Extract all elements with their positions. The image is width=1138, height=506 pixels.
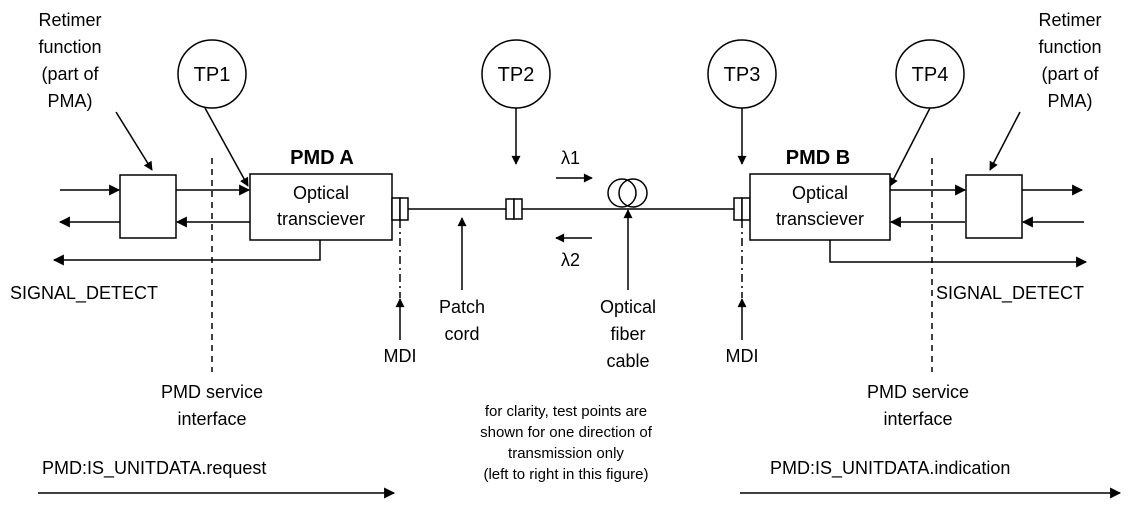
fiber-coil-icon <box>607 178 648 208</box>
service-interface-right-label: PMD service interface <box>867 382 969 429</box>
svg-text:PMA): PMA) <box>1048 91 1093 111</box>
fiber-cable-label-1: Optical <box>600 297 656 317</box>
svg-text:(part of: (part of <box>41 64 99 84</box>
lambda1-label: λ1 <box>561 148 580 168</box>
indication-label: PMD:IS_UNITDATA.indication <box>770 458 1010 479</box>
retimer-left-box <box>119 174 177 239</box>
signal-detect-left-arrow <box>52 240 321 266</box>
pmd-b-line1: Optical <box>792 183 848 203</box>
fiber-cable-label-3: cable <box>606 351 649 371</box>
pmd-a-title: PMD A <box>290 147 354 169</box>
tp4-arrow <box>889 107 931 187</box>
service-interface-left-label: PMD service interface <box>161 382 263 429</box>
pmd-b-box <box>749 173 891 241</box>
svg-text:TP2: TP2 <box>498 64 535 86</box>
svg-text:PMA): PMA) <box>48 91 93 111</box>
pmd-a-line1: Optical <box>293 183 349 203</box>
svg-text:PMD service: PMD service <box>867 382 969 402</box>
mdi-right-label: MDI <box>726 346 759 366</box>
retimer-right-arrow <box>989 111 1021 171</box>
svg-text:function: function <box>1038 37 1101 57</box>
retimer-left-arrow <box>115 111 153 171</box>
svg-text:TP1: TP1 <box>194 64 231 86</box>
pmd-a-line2: transciever <box>277 209 365 229</box>
svg-text:TP3: TP3 <box>724 64 761 86</box>
pmd-b-line2: transciever <box>776 209 864 229</box>
tp1-arrow <box>204 107 249 187</box>
svg-text:for clarity, test points are: for clarity, test points are <box>485 403 647 420</box>
patch-connector <box>505 198 523 220</box>
request-label: PMD:IS_UNITDATA.request <box>42 458 266 479</box>
svg-text:TP4: TP4 <box>912 64 949 86</box>
svg-text:interface: interface <box>177 409 246 429</box>
patch-cord-label-1: Patch <box>439 297 485 317</box>
pmd-a-box <box>249 173 393 241</box>
tp3-circle: TP3 <box>707 39 777 109</box>
svg-text:function: function <box>38 37 101 57</box>
svg-text:shown for one direction of: shown for one direction of <box>480 424 653 441</box>
tp1-circle: TP1 <box>177 39 247 109</box>
svg-text:PMD service: PMD service <box>161 382 263 402</box>
mdi-left-label: MDI <box>384 346 417 366</box>
signal-detect-right-arrow <box>829 240 1088 268</box>
mdi-connector-right <box>733 197 751 221</box>
pmd-b-title: PMD B <box>786 147 850 169</box>
svg-text:interface: interface <box>883 409 952 429</box>
tp2-circle: TP2 <box>481 39 551 109</box>
lambda2-label: λ2 <box>561 250 580 270</box>
retimer-left-label: Retimer function (part of PMA) <box>38 10 101 111</box>
clarity-note: for clarity, test points are shown for o… <box>480 403 653 483</box>
tp4-circle: TP4 <box>895 39 965 109</box>
svg-text:Retimer: Retimer <box>38 10 101 30</box>
signal-detect-right-label: SIGNAL_DETECT <box>936 283 1084 304</box>
signal-detect-left-label: SIGNAL_DETECT <box>10 283 158 304</box>
mdi-connector-left <box>391 197 409 221</box>
svg-text:(part of: (part of <box>1041 64 1099 84</box>
patch-cord-label-2: cord <box>444 324 479 344</box>
retimer-right-label: Retimer function (part of PMA) <box>1038 10 1101 111</box>
retimer-right-box <box>965 174 1023 239</box>
fiber-cable-label-2: fiber <box>610 324 645 344</box>
svg-text:transmission only: transmission only <box>508 445 624 462</box>
svg-text:Retimer: Retimer <box>1038 10 1101 30</box>
svg-text:(left to right in this figure): (left to right in this figure) <box>483 466 648 483</box>
